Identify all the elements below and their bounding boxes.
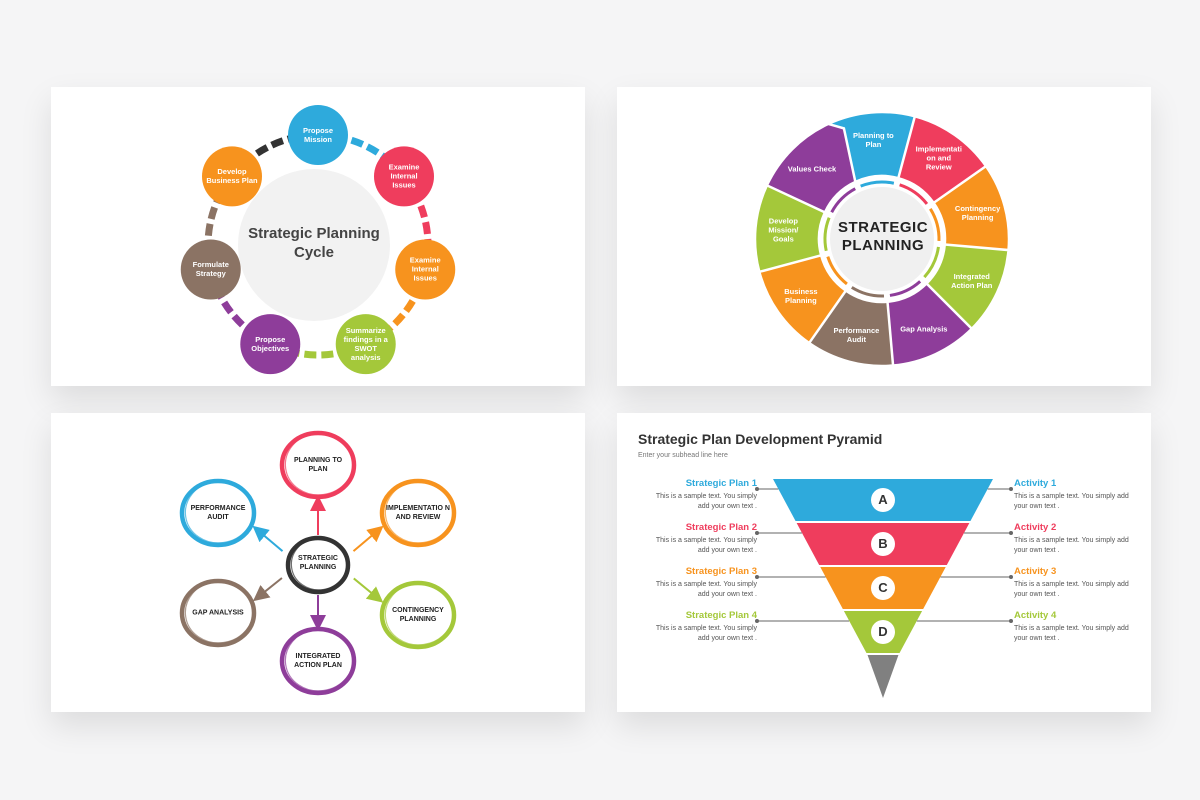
wheel-inner-arc xyxy=(899,183,929,205)
pyramid-letter-badge: B xyxy=(871,532,895,556)
wheel-inner-arc xyxy=(860,180,895,188)
connector-dot xyxy=(1009,487,1013,491)
cycle-node xyxy=(180,239,241,300)
activity-description: This is a sample text. You simply add yo… xyxy=(1014,625,1129,642)
connector-dot xyxy=(755,531,759,535)
ring-diagram xyxy=(179,430,457,696)
pyramid-letter-badge: C xyxy=(871,576,895,600)
ring-circle-stroke xyxy=(384,582,454,646)
connector-dot xyxy=(755,487,759,491)
ring-label: PERFORMANCE AUDIT xyxy=(190,505,246,521)
ring-circle-stroke xyxy=(384,480,454,544)
ring-arrow xyxy=(352,525,384,552)
cycle-center-circle xyxy=(238,169,390,321)
ring-arrow xyxy=(353,577,384,603)
cycle-node xyxy=(288,105,348,165)
wheel-segment xyxy=(765,122,857,215)
plan-heading: Strategic Plan 4 xyxy=(685,610,757,621)
plan-description: This is a sample text. You simply add yo… xyxy=(655,537,757,554)
wheel-segment-label: Implementati on and Review xyxy=(915,144,962,172)
wheel-segment-label: Values Check xyxy=(787,164,837,174)
plan-description: This is a sample text. You simply add yo… xyxy=(655,581,757,598)
cycle-node-label: Examine Internal Issues xyxy=(388,162,420,190)
cycle-node xyxy=(240,314,301,375)
wheel-segment-label: Develop Mission/ Goals xyxy=(768,216,799,244)
wheel-inner-arc xyxy=(826,256,848,286)
ring-center-label: STRATEGIC PLANNING xyxy=(298,555,338,571)
connector-dot xyxy=(755,619,759,623)
ring-circle-stroke xyxy=(284,628,354,692)
cycle-node-label: Formulate Strategy xyxy=(192,260,229,279)
plan-description: This is a sample text. You simply add yo… xyxy=(655,625,757,642)
cycle-node-label: Develop Business Plan xyxy=(206,167,258,186)
pyramid-tip xyxy=(867,655,899,698)
pyramid-letter-badge: A xyxy=(871,488,895,512)
wheel-segment-label: Integrated Action Plan xyxy=(951,271,993,290)
wheel-segment-label: Performance Audit xyxy=(833,325,880,344)
activity-heading: Activity 4 xyxy=(1014,610,1057,621)
connector-dot xyxy=(1009,575,1013,579)
ring-label: INTEGRATED ACTION PLAN xyxy=(294,653,342,669)
pyramid-letter-badge: D xyxy=(871,620,895,644)
activity-description: This is a sample text. You simply add yo… xyxy=(1014,537,1129,554)
wheel-inner-arc xyxy=(851,286,885,298)
activity-description: This is a sample text. You simply add yo… xyxy=(1014,493,1129,510)
activity-heading: Activity 3 xyxy=(1014,566,1057,577)
wheel-segment-label: Contingency Planning xyxy=(954,204,1001,223)
ring-circle-stroke xyxy=(184,480,254,544)
ring-arrow xyxy=(252,577,283,602)
plan-heading: Strategic Plan 1 xyxy=(685,478,757,489)
ring-center-circle-stroke xyxy=(290,537,348,591)
slide-strategic-planning-cycle: Strategic Planning Cycle Propose Mission… xyxy=(51,87,585,386)
activity-description: This is a sample text. You simply add yo… xyxy=(1014,581,1129,598)
ring-circle-stroke xyxy=(184,580,254,644)
slide-strategic-planning-rings: STRATEGIC PLANNING PLANNING TO PLAN IMPLE… xyxy=(51,413,585,712)
wheel-inner-arc xyxy=(823,217,831,252)
wheel-inner-arc xyxy=(830,187,856,213)
wheel-inner-arc xyxy=(923,246,940,279)
activity-heading: Activity 2 xyxy=(1014,522,1057,533)
cycle-node-label: Examine Internal Issues xyxy=(409,255,441,283)
cycle-node xyxy=(201,146,262,207)
wheel-segment-label: Gap Analysis xyxy=(900,324,948,334)
ring-label: IMPLEMENTATIO N AND REVIEW xyxy=(386,505,450,521)
connector-dot xyxy=(755,575,759,579)
wheel-segment-label: Planning to Plan xyxy=(852,131,894,150)
wheel-diagram xyxy=(753,110,1011,368)
pyramid-subtitle: Enter your subhead line here xyxy=(638,452,728,459)
ring-label: GAP ANALYSIS xyxy=(192,609,244,617)
ring-arrow xyxy=(252,525,284,552)
cycle-node-label: Propose Objectives xyxy=(251,335,290,354)
pyramid-title: Strategic Plan Development Pyramid xyxy=(638,431,883,447)
connector-dot xyxy=(1009,531,1013,535)
ring-circle-stroke xyxy=(284,432,354,496)
cycle-node xyxy=(395,239,456,300)
cycle-node xyxy=(374,146,435,207)
wheel-segment-label: Business Planning xyxy=(784,286,818,305)
cycle-node-label: Summarize findings in a SWOT analysis xyxy=(343,326,388,363)
plan-description: This is a sample text. You simply add yo… xyxy=(655,493,757,510)
ring-label: CONTINGENCY PLANNING xyxy=(392,607,444,623)
activity-heading: Activity 1 xyxy=(1014,478,1057,489)
wheel-inner-arc xyxy=(929,208,941,242)
wheel-center-circle xyxy=(830,187,934,291)
wheel-inner-arc xyxy=(889,280,922,297)
pyramid-diagram xyxy=(755,479,1013,698)
plan-heading: Strategic Plan 2 xyxy=(685,522,757,533)
cycle-node xyxy=(335,314,396,375)
connector-dot xyxy=(1009,619,1013,623)
cycle-title: Strategic Planning Cycle xyxy=(248,225,380,261)
plan-heading: Strategic Plan 3 xyxy=(685,566,757,577)
wheel-title: STRATEGIC PLANNING xyxy=(837,219,929,254)
ring-label: PLANNING TO PLAN xyxy=(293,457,343,473)
cycle-node-label: Propose Mission xyxy=(302,126,333,144)
cycle-diagram xyxy=(180,105,456,375)
slide-plan-development-pyramid: Strategic Plan Development Pyramid Enter… xyxy=(617,413,1151,712)
